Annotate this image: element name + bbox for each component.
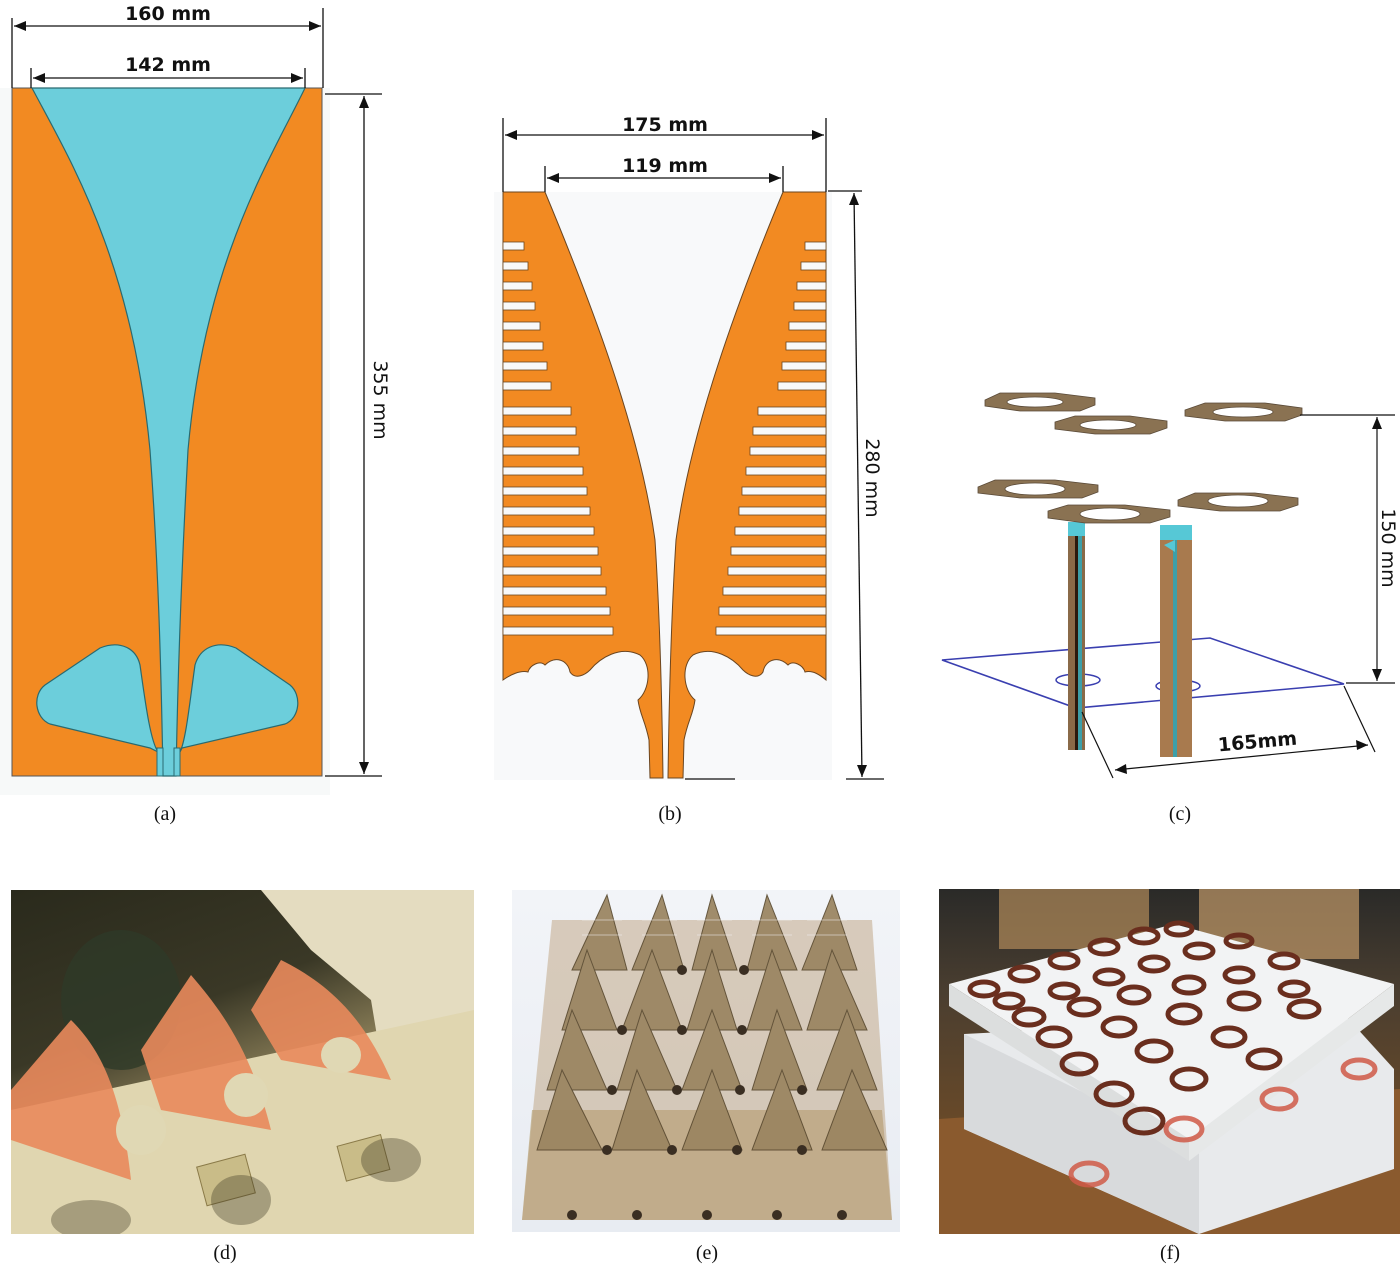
dim-aperture-width-b: 119 mm: [622, 155, 708, 177]
dim-height-a: 355 mm: [369, 360, 391, 439]
caption-b: (b): [658, 803, 682, 825]
caption-a: (a): [153, 803, 177, 825]
corrugated-antenna-drawing: 175 mm 119 mm 280 mm: [494, 114, 884, 780]
dim-aperture-width-a: 142 mm: [125, 54, 211, 76]
dim-outer-width-b: 175 mm: [622, 114, 708, 136]
ring-6: [1177, 492, 1299, 512]
panel-a-diagram: 160 mm 142 mm 355 mm: [0, 0, 400, 800]
panel-c-diagram: 150 mm 165mm: [930, 380, 1400, 790]
dim-height-b: 280 mm: [861, 438, 883, 517]
ring-3: [1184, 402, 1303, 422]
dim-height-c: 150 mm: [1377, 508, 1399, 587]
panel-b-diagram: 175 mm 119 mm 280 mm: [490, 100, 890, 800]
caption-c: (c): [1168, 803, 1192, 825]
caption-e: (e): [695, 1242, 719, 1264]
ring-2: [1054, 415, 1168, 435]
photo-f-ring-array: [939, 889, 1400, 1234]
ring-5: [1047, 504, 1171, 524]
vivaldi-antenna-drawing: 160 mm 142 mm 355 mm: [0, 3, 391, 795]
dim-outer-width-a: 160 mm: [125, 3, 211, 25]
dim-spacing-c: 165mm: [1217, 728, 1298, 757]
caption-d: (d): [213, 1242, 237, 1264]
caption-f: (f): [1160, 1242, 1180, 1264]
ring-4: [977, 479, 1099, 499]
unit-cell-3d-model: 150 mm 165mm: [941, 392, 1399, 779]
ring-1: [984, 392, 1096, 412]
photo-d-vivaldi-array: [11, 890, 474, 1234]
photo-e-corrugated-array: [512, 890, 900, 1232]
